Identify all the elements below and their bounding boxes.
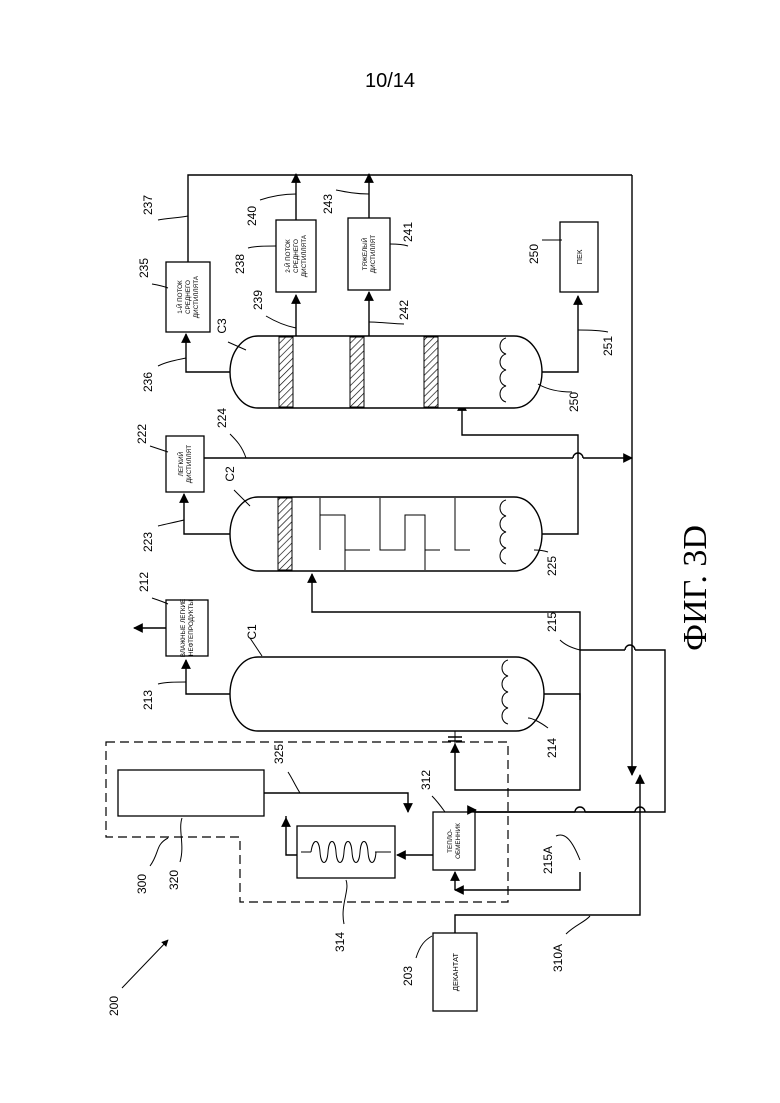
ref-310a: 310A [551,944,565,972]
ref-238: 238 [233,254,247,274]
light-distillate-label-2: ДИСТИЛЛЯТ [186,445,193,483]
line-223 [184,494,230,534]
heat-exchanger-label-2: ОБМЕННИК [455,823,462,859]
reactor-320-box [118,770,264,816]
heat-exchanger-label: ТЕПЛО- [447,829,454,853]
c2-packing [278,498,292,570]
ref-235: 235 [137,258,151,278]
ref-325: 325 [272,744,286,764]
heavy-distillate-label: ТЯЖЕЛЫЙ [360,237,369,270]
ref-222: 222 [135,424,149,444]
ref-243: 243 [321,194,335,214]
light-products-label: ВЛАЖНЫЕ ЛЕГКИЕ [180,599,187,657]
light-distillate-222-box [166,436,204,492]
first-middle-label: 1-Й ПОТОК [175,280,184,314]
ref-212: 212 [137,572,151,592]
figure-label: ФИГ. 3D [677,525,714,651]
first-middle-label-2: СРЕДНЕГО [185,280,192,314]
ref-241: 241 [401,222,415,242]
ref-320: 320 [167,870,181,890]
first-middle-label-3: ДИСТИЛЛЯТА [193,275,200,318]
line-213 [186,660,230,694]
ref-300: 300 [135,874,149,894]
c3-packing-1 [279,337,293,407]
column-c1 [230,657,544,731]
ref-250-line: 250 [567,392,581,412]
heat-exchanger-312-box [433,812,475,870]
ref-223: 223 [141,532,155,552]
light-products-212-box [166,600,208,656]
ref-215: 215 [545,612,559,632]
column-c3-label: C3 [215,318,229,334]
column-c2-label: C2 [223,466,237,482]
pitch-label: ПЕК [575,249,584,264]
light-products-label-2: НЕФТЕПРОДУКТЫ [188,600,195,656]
ref-225: 225 [545,556,559,576]
heavy-distillate-241-box [348,218,390,290]
c3-packing-3 [424,337,438,407]
line-251 [542,296,578,372]
ref-200: 200 [107,996,121,1016]
ref-251: 251 [601,336,615,356]
column-c3 [230,336,542,408]
ref-203: 203 [401,966,415,986]
decantate-label: ДЕКАНТАТ [451,952,460,991]
heavy-distillate-label-2: ДИСТИЛЛЯТ [370,235,377,273]
column-c2 [230,497,542,571]
ref-314: 314 [333,932,347,952]
second-middle-label: 2-Й ПОТОК [283,239,292,273]
ref-224: 224 [215,408,229,428]
second-middle-label-3: ДИСТИЛЛЯТА [301,234,308,277]
line-325 [264,793,408,812]
line-215a [455,872,580,890]
ref-250-pitch: 250 [527,244,541,264]
line-heater-to-reactor [286,816,297,855]
ref-236: 236 [141,372,155,392]
ref-214: 214 [545,738,559,758]
ref-215a: 215A [541,846,555,874]
second-middle-label-2: СРЕДНЕГО [293,239,300,273]
c3-packing-2 [350,337,364,407]
ref-237: 237 [141,195,155,215]
ref-242: 242 [397,300,411,320]
ref-240: 240 [245,206,259,226]
column-c1-label: C1 [245,624,259,640]
light-distillate-label: ЛЕГКИЙ [176,451,185,476]
line-236 [186,334,230,372]
ref-239: 239 [251,290,265,310]
ref-213: 213 [141,690,155,710]
ref-312: 312 [419,770,433,790]
line-215-to-c2 [312,574,580,650]
